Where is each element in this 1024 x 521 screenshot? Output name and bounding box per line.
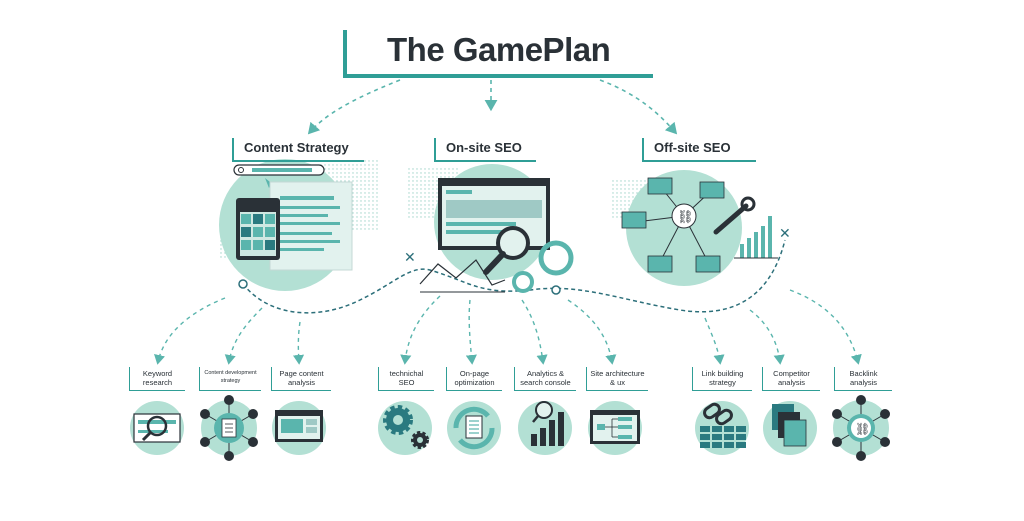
svg-text:⛓: ⛓ [677,209,694,225]
item-label-competitor-analysis: Competitor analysis [762,367,820,391]
section-label-text: On-site SEO [446,140,522,155]
link-network-icon: ⛓ [832,395,890,461]
item-label-analytics: Analytics & search console [514,367,576,391]
onsite-seo-illustration [408,164,574,293]
bottom-connectors [154,289,862,365]
item-label-line: Site architecture [590,369,645,378]
item-label-content-development: Content development strategy [199,367,261,391]
item-label-line: optimization [454,378,495,387]
section-label-content-strategy: Content Strategy [232,138,364,162]
item-label-line: Backlink [849,369,878,378]
content-strategy-illustration [219,159,380,291]
item-label-link-building: Link building strategy [692,367,752,391]
section-label-onsite-seo: On-site SEO [434,138,536,162]
link-grid-icon [695,401,749,455]
browser-cards-icon [272,401,326,455]
svg-text:✕: ✕ [779,226,791,242]
item-label-line: search console [520,378,571,387]
refresh-document-icon [447,401,501,455]
item-label-line: SEO [398,378,415,387]
item-label-line: Page content [279,369,324,378]
item-label-line: Content development [204,370,257,376]
item-label-line: strategy [709,378,736,387]
item-label-line: analysis [287,378,316,387]
page-title: The GamePlan [387,31,611,68]
gears-icon [378,401,432,455]
stacked-pages-icon [763,401,817,455]
offsite-seo-illustration: ⛓ [610,170,778,286]
section-label-text: Off-site SEO [654,140,731,155]
magnifier-screen-icon [130,401,184,455]
title-frame: The GamePlan [343,30,653,78]
svg-text:⛓: ⛓ [855,422,870,436]
section-label-text: Content Strategy [244,140,349,155]
item-label-onpage-optimization: On-page optimization [446,367,502,391]
item-label-line: Keyword [142,369,173,378]
item-label-technical-seo: technichal SEO [378,367,434,391]
item-label-line: & ux [609,378,625,387]
item-label-line: analysis [777,378,806,387]
item-label-page-content: Page content analysis [271,367,331,391]
item-label-line: analysis [849,378,878,387]
item-label-line: strategy [220,378,241,384]
item-label-line: technichal [389,369,424,378]
svg-text:✕: ✕ [404,250,416,266]
item-label-line: Competitor [773,369,810,378]
sitemap-icon [588,401,642,455]
bar-chart-magnifier-icon [518,401,572,455]
item-label-keyword-research: Keyword research [129,367,185,391]
section-label-offsite-seo: Off-site SEO [642,138,756,162]
item-label-line: Analytics & [526,369,565,378]
top-connectors [307,79,678,135]
document-network-icon [200,395,258,461]
item-label-backlink-analysis: Backlink analysis [834,367,892,391]
item-label-line: Link building [701,369,744,378]
item-label-line: On-page [459,369,490,378]
item-label-site-architecture: Site architecture & ux [586,367,648,391]
item-label-line: research [142,378,173,387]
